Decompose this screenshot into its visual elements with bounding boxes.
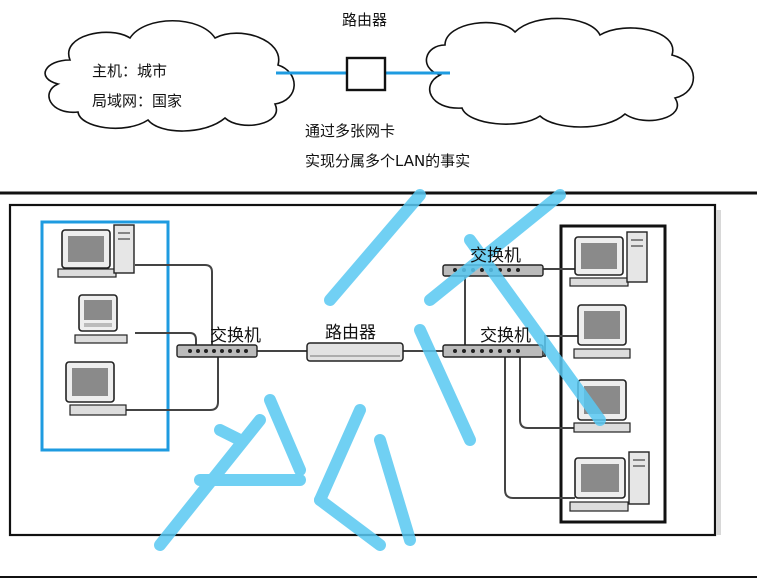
cables-left [120, 264, 443, 411]
computer-right-4 [569, 451, 650, 512]
router-device [306, 342, 404, 362]
top-router-label: 路由器 [342, 11, 388, 29]
left-group-highlight [40, 220, 170, 452]
router-device-label: 路由器 [325, 323, 376, 343]
switch-right-label: 交换机 [480, 326, 531, 346]
caption-line1: 通过多张网卡 [305, 122, 396, 140]
cloud-right [425, 17, 695, 128]
frame-scrollbar [716, 210, 721, 535]
cloud-left-line1: 主机：城市 [92, 62, 168, 80]
switch-left [176, 344, 258, 358]
computer-left-1 [57, 224, 135, 278]
computer-right-2 [573, 304, 631, 359]
computer-left-3 [65, 361, 127, 416]
switch-right [442, 344, 544, 358]
switch-right-top-label: 交换机 [470, 246, 521, 266]
computer-left-2 [74, 294, 128, 344]
caption-line2: 实现分属多个LAN的事实 [305, 152, 471, 170]
computer-right-1 [569, 231, 648, 287]
watermark [154, 189, 606, 551]
cloud-left [44, 20, 295, 132]
cloud-left-line2: 局域网：国家 [92, 92, 183, 110]
router-box [345, 56, 387, 92]
switch-left-label: 交换机 [210, 326, 261, 346]
